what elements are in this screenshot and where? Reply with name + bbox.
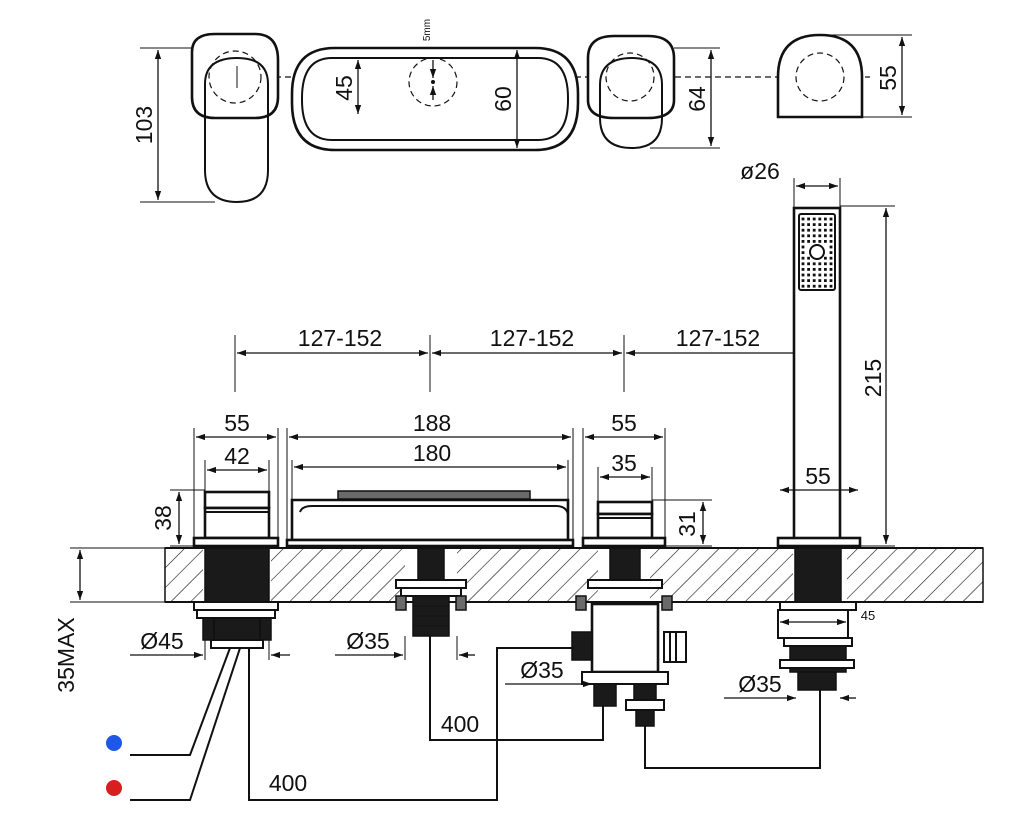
dim-spacing-3: 127-152 (676, 325, 760, 351)
cold-water-indicator (106, 735, 122, 751)
dim-hose-400-a: 400 (441, 711, 479, 737)
top-lever-right (586, 34, 676, 150)
dim-35: 35 (611, 450, 637, 476)
fitting-valve (571, 547, 687, 727)
side-view: 127-152 127-152 127-152 55 42 38 (150, 158, 895, 548)
dim-5mm: 5mm (422, 19, 433, 41)
dim-215: 215 (860, 359, 886, 397)
dim-diameter-26: ø26 (740, 158, 780, 184)
fitting-left (193, 547, 279, 649)
dim-hole-valve: Ø35 (520, 657, 563, 683)
hot-water-indicator (106, 780, 122, 796)
supply-cold-line (130, 647, 231, 756)
dim-55-handshower: 55 (805, 463, 831, 489)
hose-handshower (644, 690, 821, 769)
hose-spout (429, 636, 604, 741)
dim-spacing-2: 127-152 (490, 325, 574, 351)
fitting-spout (395, 547, 467, 637)
deck (164, 547, 984, 603)
dim-55-right: 55 (611, 410, 637, 436)
dim-42: 42 (224, 443, 250, 469)
dim-38: 38 (150, 505, 176, 531)
spout (285, 490, 575, 548)
top-view: 103 45 60 5mm 64 55 (131, 19, 912, 204)
dim-hole-45: Ø45 (140, 628, 183, 654)
under-deck: 45 35MAX Ø45 Ø35 Ø35 Ø35 400 400 (53, 547, 875, 801)
dim-64: 64 (684, 86, 710, 112)
dim-hole-handshower: Ø35 (738, 671, 781, 697)
dim-188: 188 (413, 410, 451, 436)
top-lever-left (190, 32, 280, 204)
handshower (776, 206, 862, 548)
dim-103: 103 (131, 106, 157, 144)
dim-35max: 35MAX (53, 617, 79, 692)
dim-45-nut: 45 (861, 608, 875, 623)
top-spout (290, 46, 580, 152)
dim-hose-400-b: 400 (269, 770, 307, 796)
dim-180: 180 (413, 440, 451, 466)
supply-hot-line (130, 647, 241, 801)
dim-55-top: 55 (875, 65, 901, 91)
lever-left (192, 490, 280, 548)
lever-right (581, 500, 667, 548)
top-handshower (776, 33, 864, 119)
dim-31: 31 (674, 511, 700, 537)
handshower-spray-pattern (801, 217, 833, 288)
dim-spacing-1: 127-152 (298, 325, 382, 351)
dim-55-left: 55 (224, 410, 250, 436)
fitting-handshower (777, 547, 857, 691)
dim-60: 60 (490, 86, 516, 112)
dim-45: 45 (331, 75, 357, 101)
dim-hole-spout: Ø35 (346, 628, 389, 654)
hose-left (248, 647, 574, 801)
